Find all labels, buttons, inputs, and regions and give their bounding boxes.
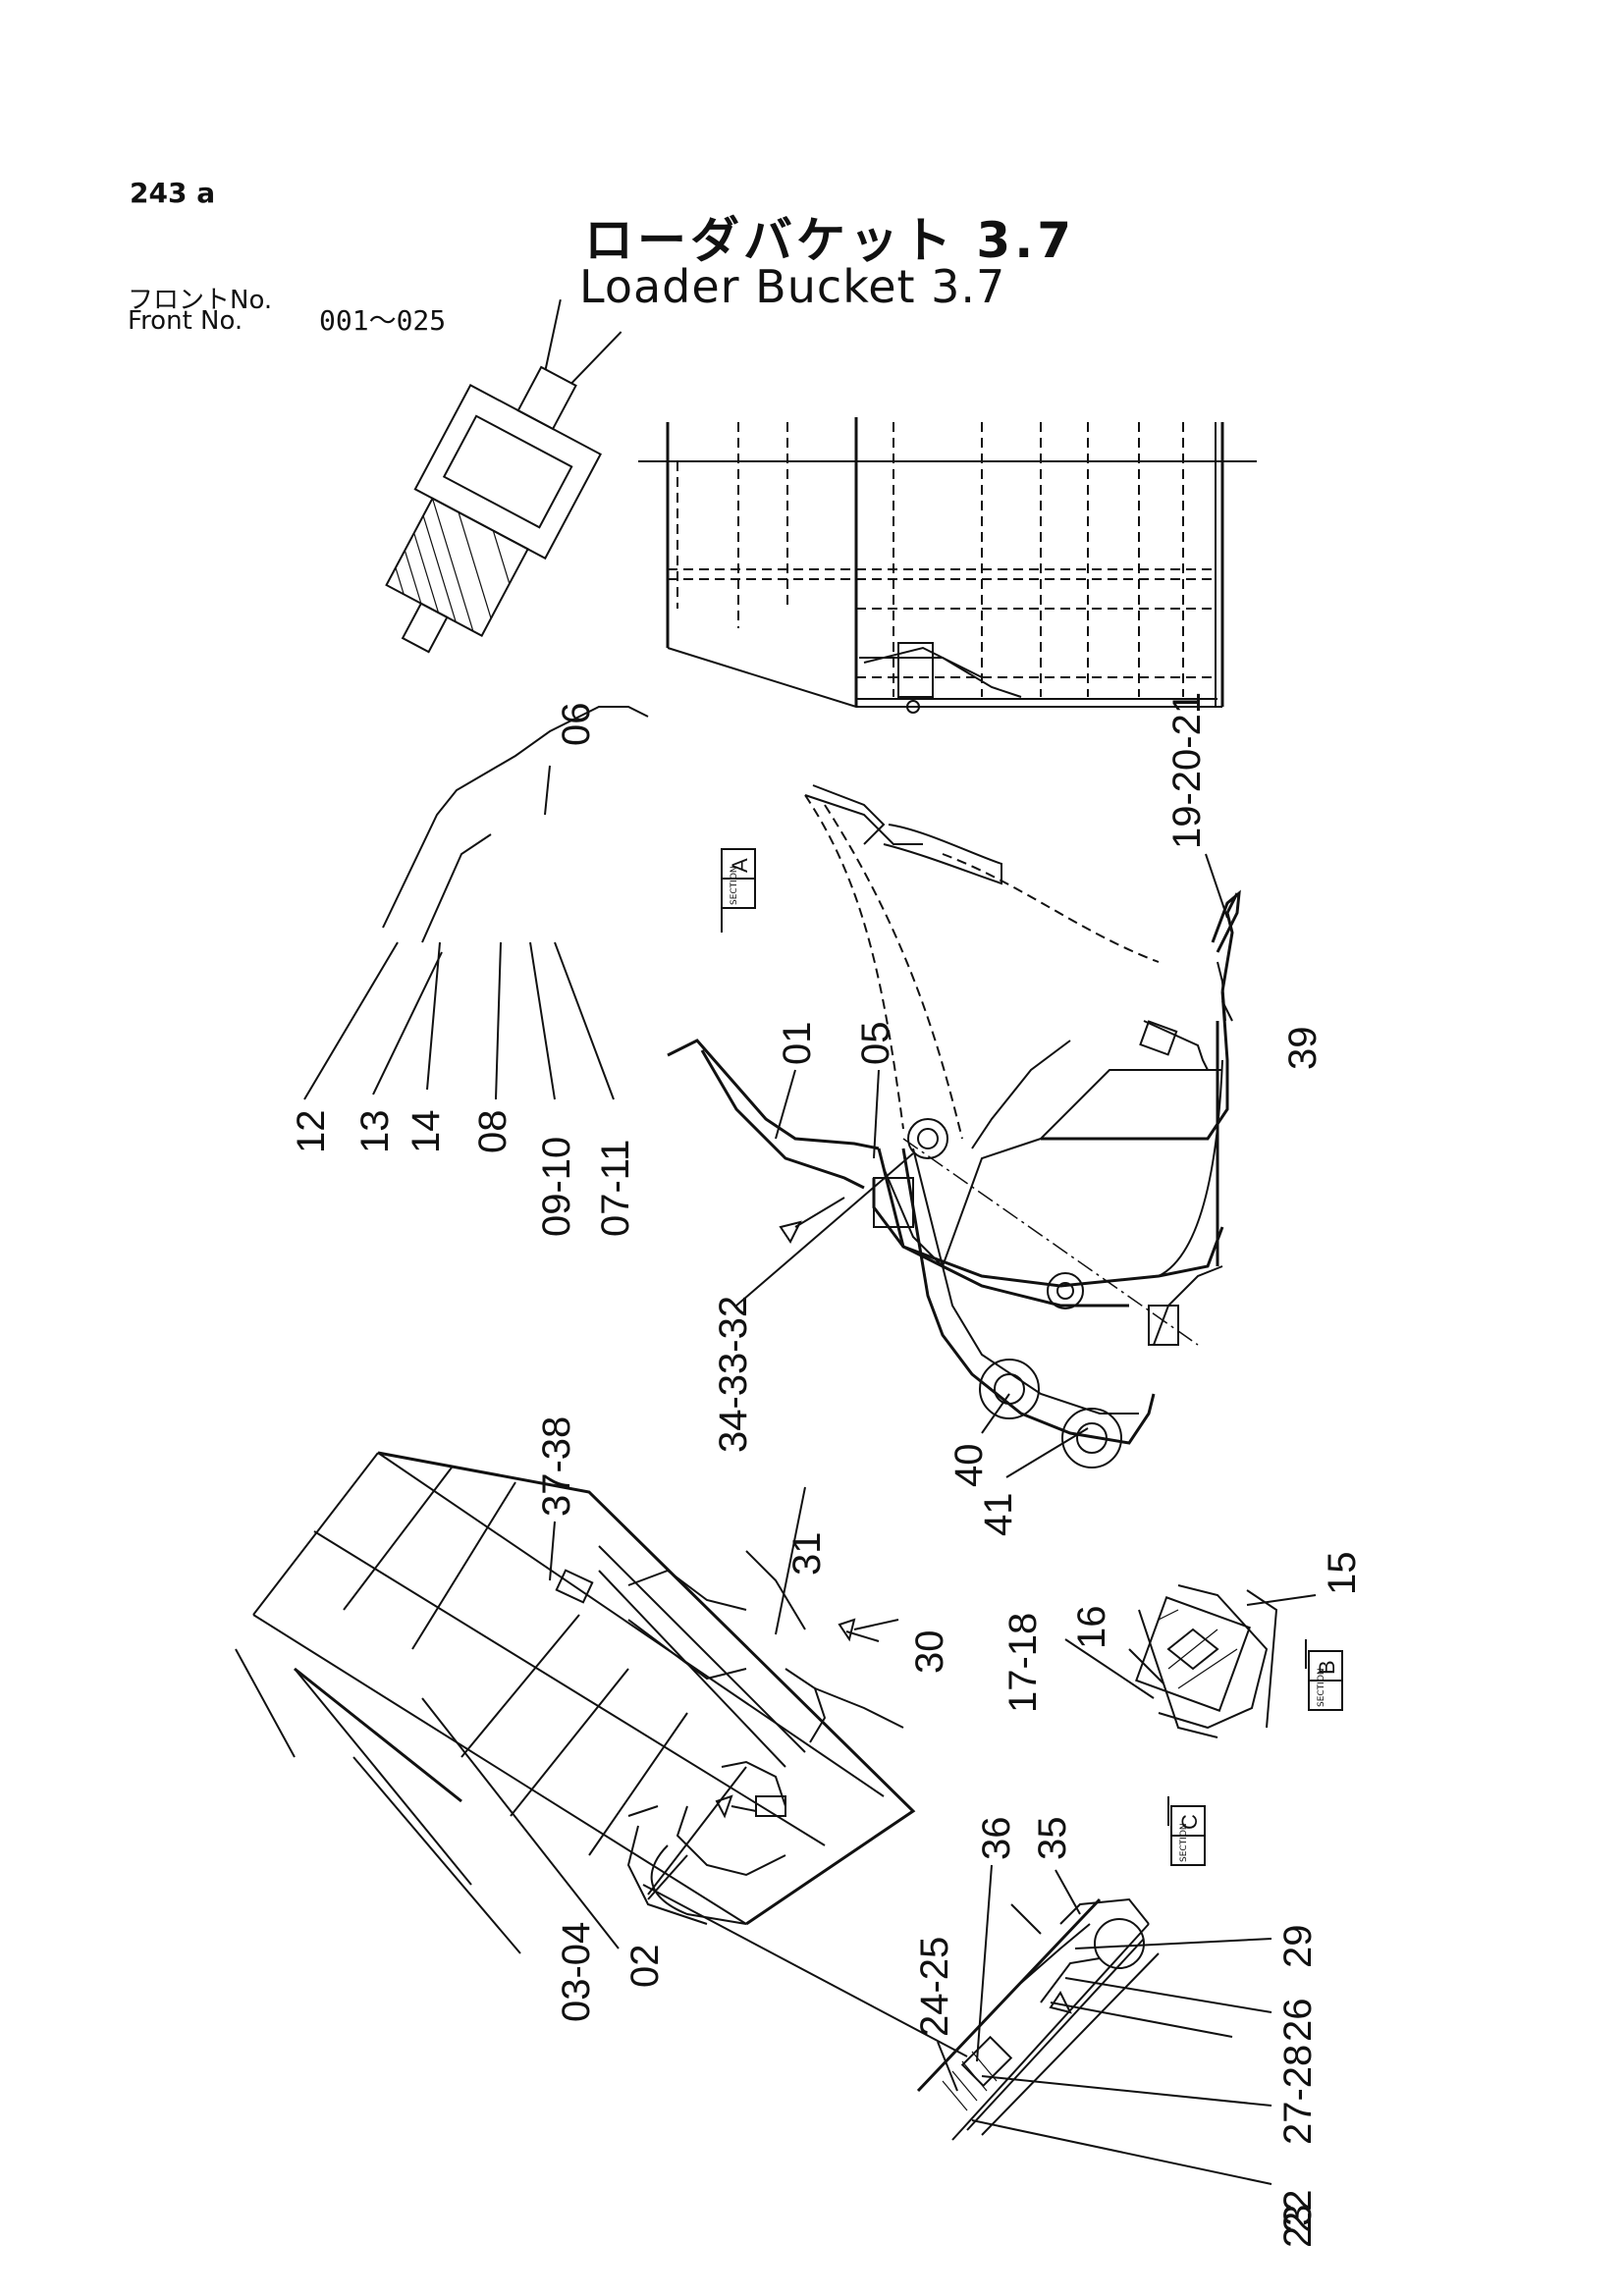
front-no-label-english: Front No. [128, 306, 243, 336]
section-c-letter: C [1177, 1814, 1202, 1830]
front-no-label-japanese: フロントNo. [128, 286, 273, 315]
section-a-marker [779, 1197, 845, 1244]
section-b-letter: B [1315, 1660, 1339, 1675]
front-no-range: 001～025 [319, 304, 447, 337]
callout-37-38: 37-38 [535, 1416, 578, 1517]
callout-27-28: 27-28 [1276, 2045, 1320, 2145]
page-title-japanese: ローダバケット 3.7 [584, 212, 1075, 269]
section-b-tag: SECTION B [1308, 1650, 1343, 1711]
page-title-english: Loader Bucket 3.7 [579, 260, 1006, 313]
callout-12: 12 [290, 1110, 333, 1154]
callout-03-04: 03-04 [555, 1922, 598, 2022]
callout-26: 26 [1276, 1999, 1320, 2043]
callout-14: 14 [405, 1110, 448, 1154]
callout-15: 15 [1321, 1552, 1364, 1596]
callout-09-10: 09-10 [535, 1137, 578, 1237]
bucket-top-view [638, 417, 1257, 714]
callout-05: 05 [854, 1022, 897, 1066]
callout-02: 02 [623, 1945, 667, 1989]
callout-34-33-32: 34-33-32 [712, 1296, 755, 1453]
callout-35: 35 [1031, 1817, 1074, 1861]
callout-29: 29 [1276, 1925, 1320, 1969]
callout-06: 06 [555, 703, 598, 747]
callout-36: 36 [975, 1817, 1018, 1861]
callout-08: 08 [471, 1110, 514, 1154]
callout-30: 30 [908, 1630, 951, 1675]
section-a-tag: SECTION A [721, 848, 756, 909]
callout-07-11: 07-11 [594, 1140, 637, 1237]
callout-labels: 06 12 13 14 08 09-10 07-11 01 05 19-20-2… [290, 692, 1364, 2248]
section-c-label: SECTION [1179, 1823, 1189, 1862]
callout-23: 23 [1276, 2205, 1320, 2249]
bucket-side-view [667, 794, 1239, 1468]
callout-19-20-21: 19-20-21 [1165, 692, 1209, 849]
callout-40: 40 [947, 1444, 991, 1488]
callout-24-25: 24-25 [913, 1937, 956, 2037]
section-a-letter: A [728, 858, 752, 873]
callout-01: 01 [776, 1022, 819, 1066]
callout-22: 22 [1276, 2190, 1320, 2234]
section-b-detail [1135, 1584, 1278, 1738]
callout-39: 39 [1281, 1027, 1325, 1071]
callout-17-18: 17-18 [1001, 1613, 1045, 1713]
section-c-tag: SECTION C [1170, 1805, 1206, 1866]
callout-31: 31 [785, 1532, 829, 1576]
callout-41: 41 [977, 1493, 1020, 1537]
callout-16: 16 [1070, 1606, 1113, 1650]
page-number: 243 a [130, 177, 216, 209]
leader-lines [303, 765, 1317, 2185]
section-a-label: SECTION [730, 866, 739, 905]
bucket-lower-view [235, 1451, 916, 1954]
section-b-label: SECTION [1317, 1668, 1326, 1707]
section-c-detail [916, 1897, 1160, 2141]
section-a-detail [385, 298, 622, 654]
callout-13: 13 [353, 1110, 397, 1154]
